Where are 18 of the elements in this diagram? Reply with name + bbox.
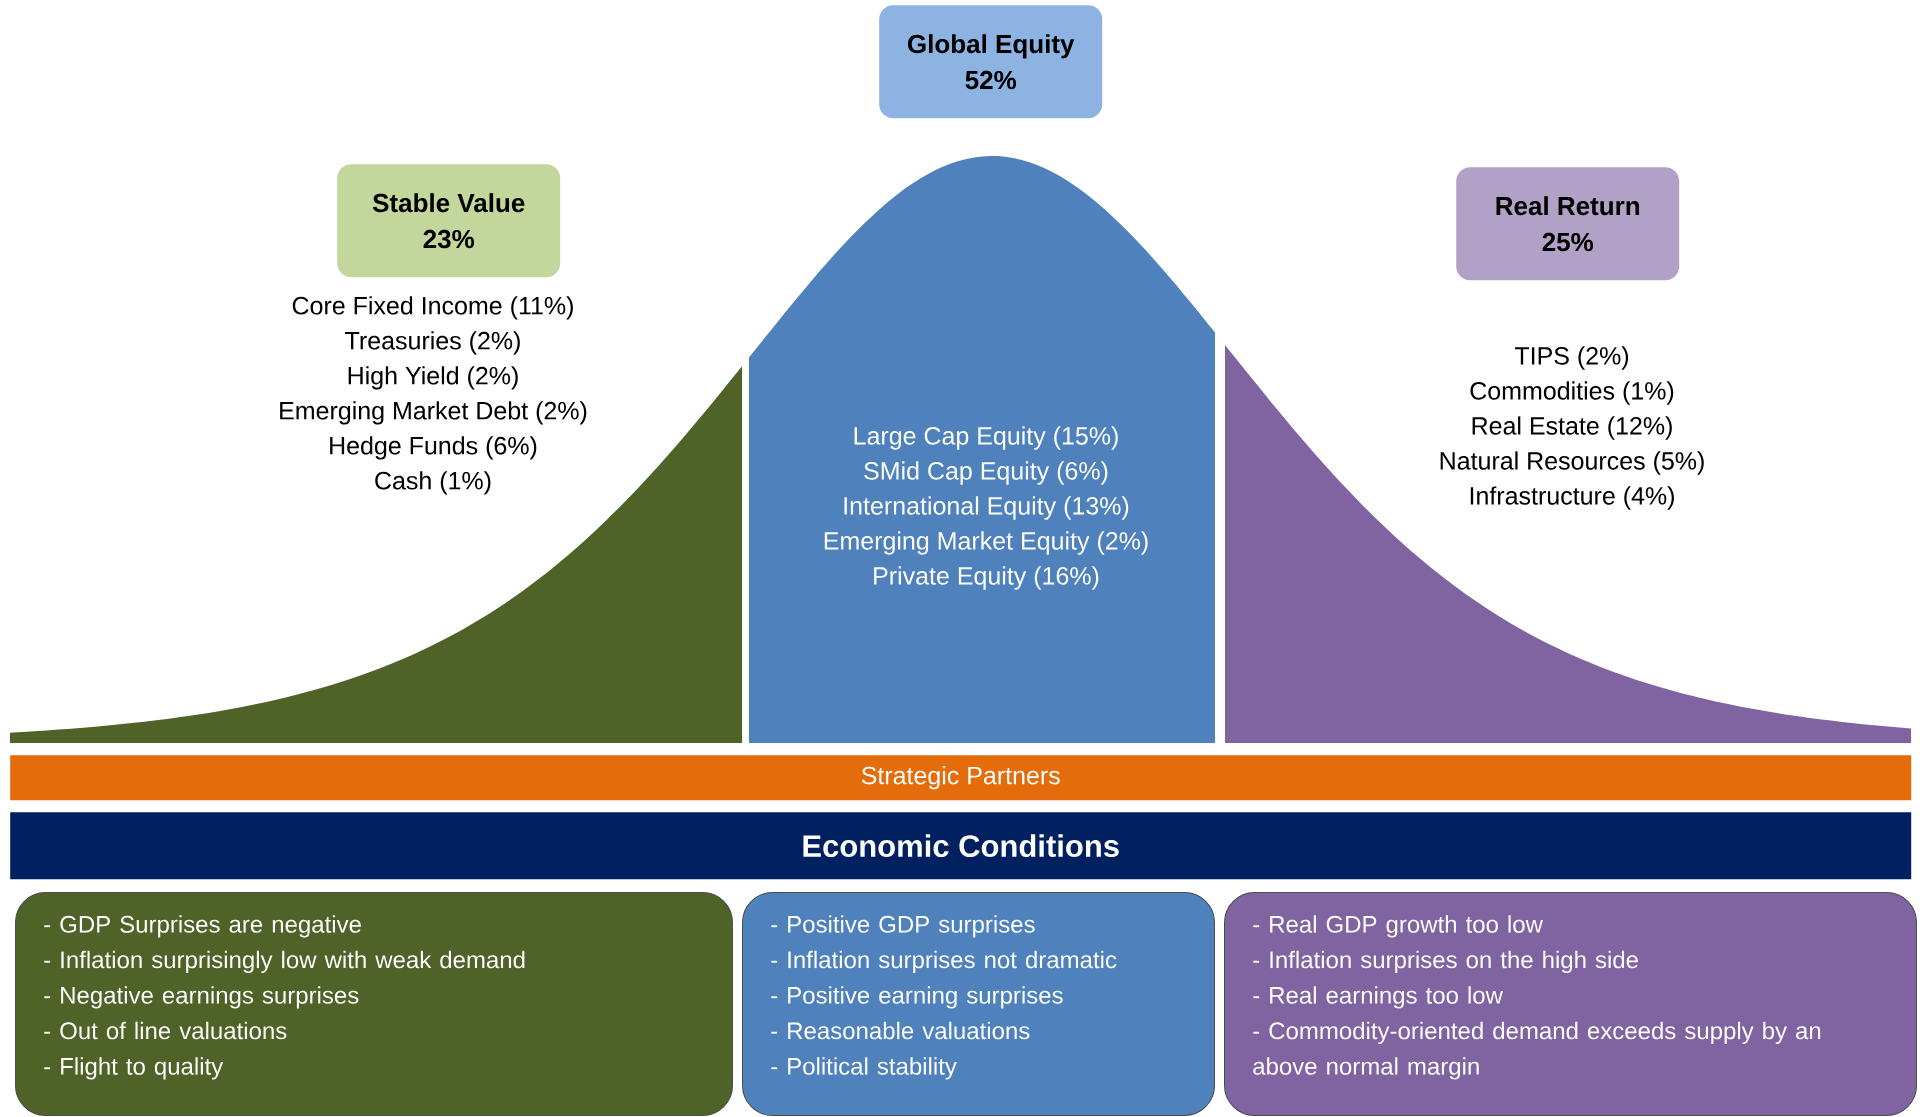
node-label: Hedge Funds (6%) <box>330 436 537 460</box>
category-box: Global Equity 52% <box>879 5 1103 119</box>
curve-area: Large Cap Equity (15%) SMid Cap Equity (6%) International Equity (13%) Emerging Market Equity (2%) Private Equity (16%) <box>749 156 1215 743</box>
node-label: Treasuries (2%) <box>345 331 520 355</box>
curve-area <box>10 366 742 743</box>
category-box: Stable Value 23% <box>337 164 561 278</box>
condition-box: - Real GDP growth too low - Inflation surprises on the high side - Real earnings too low - Commodity-oriented demand exceeds supply by an above normal margin <box>1224 892 1917 1116</box>
asset-list: Core Fixed Income (11%) Treasuries (2%) High Yield (2%) Emerging Market Debt (2%) Hedge Funds (6%) Cash (1%) <box>280 296 587 495</box>
banner-bar: Economic Conditions <box>10 812 1912 880</box>
node-label: Emerging Market Debt (2%) <box>280 401 587 425</box>
node-label: Core Fixed Income (11%) <box>292 296 573 320</box>
condition-box: - Positive GDP surprises - Inflation surprises not dramatic - Positive earning surprises - Reasonable valuations - Political stability <box>742 892 1215 1116</box>
node-label: High Yield (2%) <box>348 366 518 390</box>
category-box: Real Return 25% <box>1456 167 1680 281</box>
curve-area: TIPS (2%) Commodities (1%) Real Estate (12%) Natural Resources (5%) Infrastructure (4%) <box>1225 345 1911 743</box>
node-label: Cash (1%) <box>375 471 491 495</box>
condition-box: - GDP Surprises are negative - Inflation surprisingly low with weak demand - Negative earnings surprises - Out of line valuations - Flight to quality <box>15 892 733 1116</box>
banner-bar: Strategic Partners <box>10 755 1912 801</box>
